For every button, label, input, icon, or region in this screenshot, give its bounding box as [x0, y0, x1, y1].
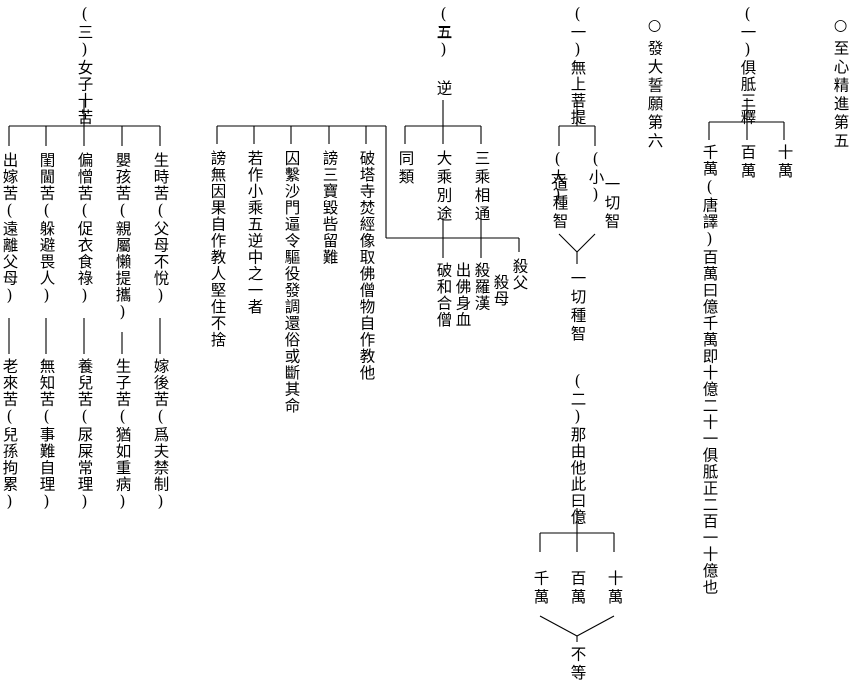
nayuta-heading: (二)那由他此曰億 [568, 372, 587, 526]
bodhi-small-text: 一切智 [602, 176, 621, 232]
bodhi-merge-text: 一切種智 [568, 270, 587, 344]
five-mahayana-item-1: 破塔寺焚經像取佛僧物自作教他 [357, 150, 376, 381]
koti-branch-2: 百萬 [738, 144, 757, 181]
koti-branch-3: 千萬 [700, 144, 719, 177]
women-suffering-2b: 生子苦(猶如重病) [113, 358, 132, 512]
women-suffering-3b: 養兒苦(尿屎常理) [75, 358, 94, 512]
five-item-kill-arhat: 殺羅漢 [472, 262, 491, 312]
bodhi-small-label: (小) [586, 150, 605, 205]
women-suffering-4a: 閨閫苦(躲避畏人) [37, 152, 56, 306]
five-mahayana-item-3: 囚繫沙門逼令驅役發調還俗或斷其命 [282, 150, 301, 414]
five-item-kill-father: 殺父 [510, 258, 529, 291]
section-title-6: 發大誓願第六 [645, 40, 664, 151]
five-mahayana-item-4: 若作小乘五逆中之一者 [245, 150, 264, 315]
women-suffering-2a: 嬰孩苦(親屬懶提攜) [113, 152, 132, 322]
women-suffering-1a: 生時苦(父母不悅) [151, 152, 170, 306]
women-heading: (三)女子十苦 [75, 5, 94, 126]
five-mahayana-item-2: 謗三寶毀呰留難 [320, 150, 339, 266]
koti-branch-3-note: (唐譯)百萬曰億千萬即十億二十一俱胝正二百一十億也 [700, 178, 719, 596]
five-heading-b: 逆 [434, 80, 453, 99]
five-item-shed-blood: 出佛身血 [453, 262, 472, 328]
women-suffering-3a: 偏憎苦(促衣食祿) [75, 152, 94, 306]
five-item-break-sangha: 破和合僧 [434, 262, 453, 328]
nayuta-branch-3: 千萬 [531, 570, 550, 607]
women-suffering-1b: 嫁後苦(爲夫禁制) [151, 358, 170, 512]
women-suffering-5a: 出嫁苦(遠離父母) [0, 152, 19, 306]
koti-heading: (一)俱胝三釋 [738, 5, 757, 126]
five-group-mahayana: 大乘別途 [434, 150, 453, 224]
nayuta-branch-2: 百萬 [568, 570, 587, 607]
women-suffering-4b: 無知苦(事難自理) [37, 358, 56, 512]
women-suffering-5b: 老來苦(兒孫拘累) [0, 358, 19, 512]
nayuta-merge-text: 不等 [568, 646, 587, 683]
bodhi-heading: (一)無上菩提 [568, 5, 587, 126]
section-marker-icon: ○ [831, 16, 849, 35]
bodhi-great-label: (大) [548, 150, 567, 205]
section-marker-icon: ○ [645, 16, 664, 35]
five-item-kill-mother: 殺母 [491, 274, 510, 307]
section-title-5: 至心精進第五 [831, 40, 849, 151]
five-mahayana-item-5: 謗無因果自作教人堅住不捨 [208, 150, 227, 348]
nayuta-branch-1: 十萬 [605, 570, 624, 607]
koti-branch-1: 十萬 [775, 144, 794, 181]
five-label: (二) [434, 5, 453, 60]
five-group-three-vehicle: 三乘相通 [472, 150, 491, 224]
five-group-same-kind: 同類 [396, 150, 415, 187]
bodhi-great-text: 道種智 [550, 176, 569, 232]
five-heading-a: 五 [434, 24, 453, 43]
